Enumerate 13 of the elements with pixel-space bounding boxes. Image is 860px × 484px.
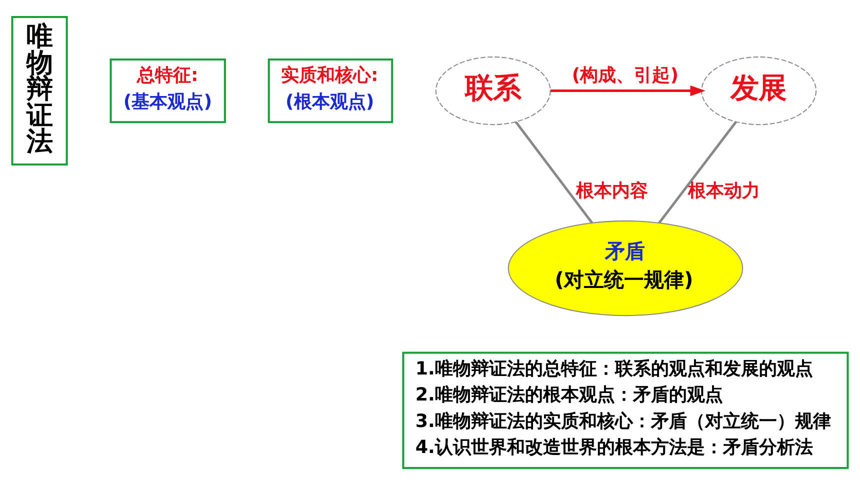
connector xyxy=(514,120,594,224)
node-ellipse: 矛盾 (对立统一规律) xyxy=(508,220,744,316)
node-ellipse: 联系 xyxy=(435,56,551,125)
node-ellipse: 发展 xyxy=(701,56,817,125)
node-box: 总特征: (基本观点) xyxy=(110,58,226,123)
edge-label: (构成、引起) xyxy=(572,64,679,86)
node-box: 1.唯物辩证法的总特征：联系的观点和发展的观点 2.唯物辩证法的根本观点：矛盾的观点 3.唯物辩证法的实质和核心：矛盾（对立统一）规律 4.认识世界和改造世界的根本方法是：矛盾分析法 xyxy=(402,351,849,468)
arrow xyxy=(550,84,706,96)
edge-label: 根本动力 xyxy=(688,180,760,201)
node-box: 实质和核心: (根本观点) xyxy=(268,58,394,123)
connector xyxy=(658,120,737,224)
node-box: 唯物辩证法 xyxy=(11,16,68,166)
edge-label: 根本内容 xyxy=(576,180,648,201)
